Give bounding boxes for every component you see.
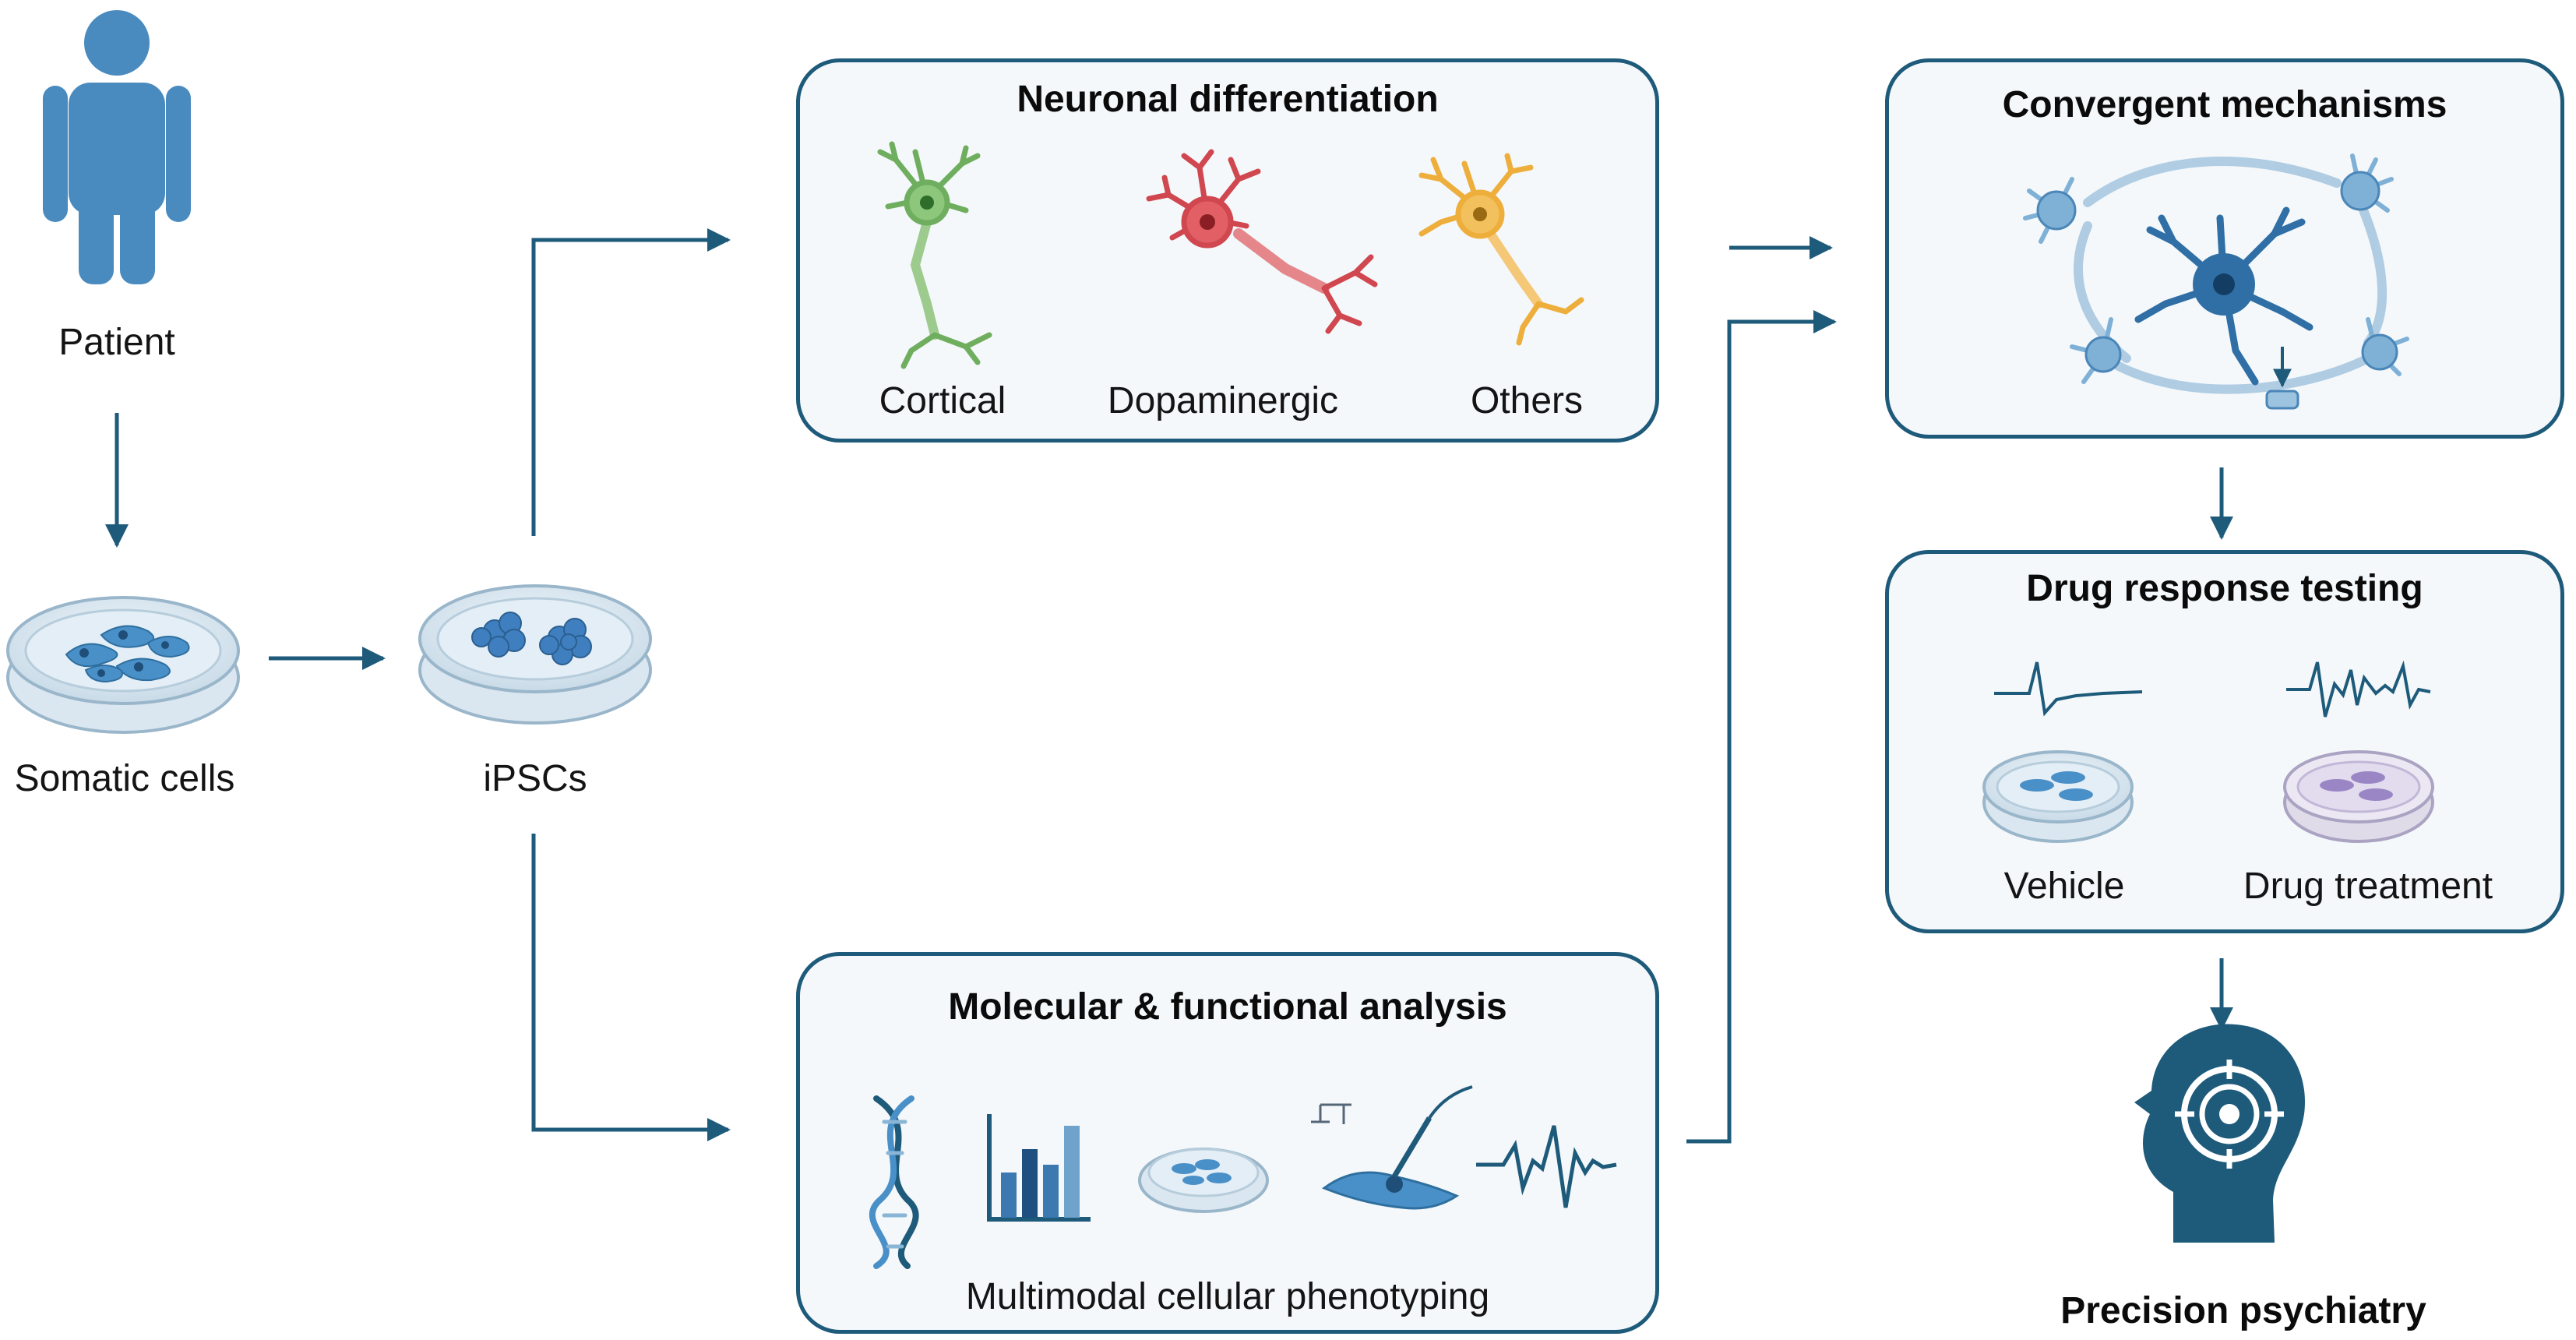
vehicle-label: Vehicle bbox=[2003, 866, 2125, 907]
person-icon bbox=[43, 10, 191, 284]
bar-chart-icon bbox=[987, 1114, 1091, 1222]
others-label: Others bbox=[1470, 380, 1584, 421]
phenotyping-caption: Multimodal cellular phenotyping bbox=[965, 1276, 1490, 1317]
dopaminergic-neuron-icon bbox=[1146, 149, 1378, 334]
convergent-mechanisms-title: Convergent mechanisms bbox=[2002, 84, 2447, 125]
somatic-cells-label: Somatic cells bbox=[14, 758, 235, 799]
other-neuron-icon bbox=[1418, 153, 1584, 346]
drug-response-box bbox=[1885, 550, 2564, 933]
neuronal-differentiation-title: Neuronal differentiation bbox=[1017, 79, 1439, 120]
dopaminergic-label: Dopaminergic bbox=[1107, 380, 1339, 421]
precision-psychiatry-label: Precision psychiatry bbox=[2060, 1290, 2426, 1331]
waveform-icon bbox=[1476, 1125, 1617, 1208]
petri-dish-icon bbox=[1138, 1148, 1269, 1213]
vehicle-dish-icon bbox=[1982, 750, 2134, 843]
cortical-label: Cortical bbox=[879, 380, 1006, 421]
drug-treatment-label: Drug treatment bbox=[2243, 866, 2493, 907]
ipscs-label: iPSCs bbox=[483, 758, 587, 799]
molecular-analysis-title: Molecular & functional analysis bbox=[948, 986, 1507, 1028]
petri-dish-colonies-icon bbox=[418, 584, 652, 725]
somatic-dish-icon bbox=[6, 596, 240, 734]
drug-response-title: Drug response testing bbox=[2026, 568, 2423, 609]
single-spike-trace-icon bbox=[1994, 661, 2143, 717]
drug-treatment-dish-icon bbox=[2283, 750, 2434, 843]
patch-clamp-icon bbox=[1311, 1085, 1473, 1210]
head-target-icon bbox=[2134, 1024, 2305, 1243]
cortical-neuron-icon bbox=[877, 141, 992, 369]
patient-label: Patient bbox=[58, 322, 175, 363]
neuron-network-icon bbox=[2023, 153, 2409, 410]
neuronal-differentiation-box bbox=[796, 58, 1659, 443]
burst-trace-icon bbox=[2286, 660, 2431, 718]
dna-icon bbox=[869, 1095, 919, 1269]
flow-arrows bbox=[105, 228, 2233, 1144]
